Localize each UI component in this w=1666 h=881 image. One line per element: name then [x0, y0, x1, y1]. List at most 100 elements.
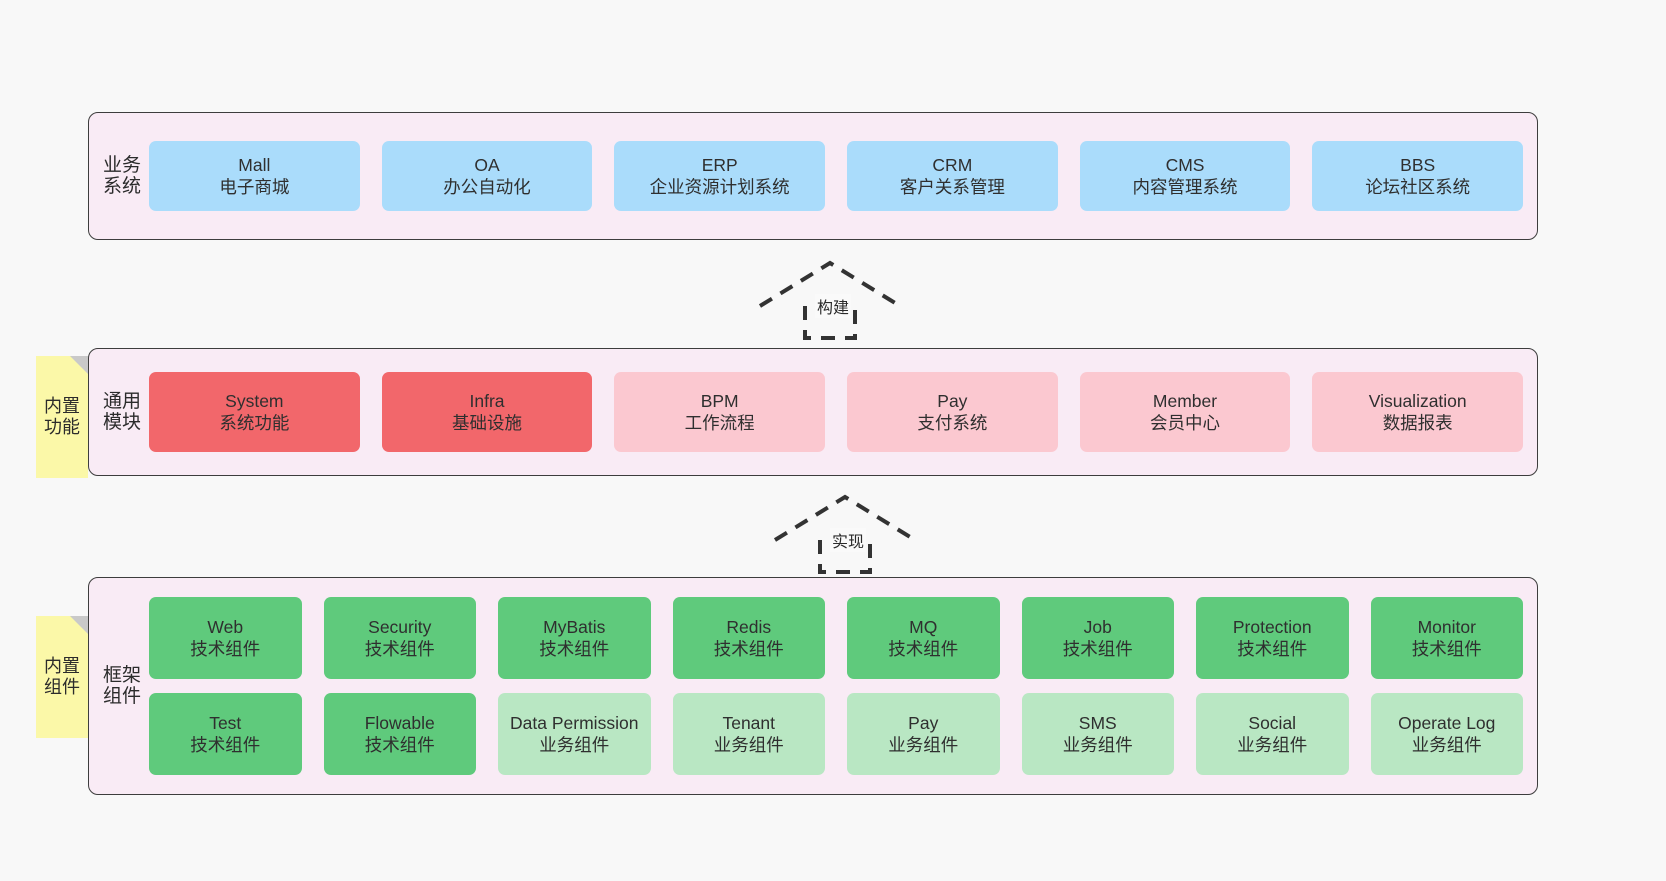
module-subtitle: 电子商城 [219, 177, 290, 197]
layer-common-cells: System 系统功能 Infra 基础设施 BPM 工作流程 Pay 支付系统… [141, 372, 1537, 452]
component-card-redis[interactable]: Redis 技术组件 [672, 597, 825, 679]
component-card-security[interactable]: Security 技术组件 [323, 597, 476, 679]
note-builtin-features: 内置功能 [36, 356, 88, 478]
layer-framework-cells: Web 技术组件 Security 技术组件 MyBatis 技术组件 Redi… [141, 597, 1537, 775]
component-subtitle: 业务组件 [1062, 735, 1133, 755]
note-label: 内置功能 [44, 395, 80, 437]
component-name: Social [1248, 712, 1297, 733]
module-subtitle: 企业资源计划系统 [649, 177, 790, 197]
component-subtitle: 业务组件 [713, 735, 784, 755]
component-name: Job [1083, 616, 1112, 637]
component-subtitle: 技术组件 [190, 735, 261, 755]
component-subtitle: 技术组件 [539, 639, 610, 659]
module-card-member[interactable]: Member 会员中心 [1079, 372, 1291, 452]
component-card-mybatis[interactable]: MyBatis 技术组件 [498, 597, 651, 679]
component-subtitle: 业务组件 [539, 735, 610, 755]
layer-title-common: 通用模块 [103, 390, 142, 433]
component-card-flowable[interactable]: Flowable 技术组件 [323, 693, 476, 775]
arrow-label-implement: 实现 [830, 528, 867, 552]
component-card-operate-log[interactable]: Operate Log 业务组件 [1370, 693, 1523, 775]
layer-business-cells: Mall 电子商城 OA 办公自动化 ERP 企业资源计划系统 CRM 客户关系… [141, 141, 1537, 211]
layer-framework-components: 框架组件 Web 技术组件 Security 技术组件 MyBatis 技术组件… [88, 577, 1538, 795]
component-card-mq[interactable]: MQ 技术组件 [847, 597, 1000, 679]
module-card-erp[interactable]: ERP 企业资源计划系统 [614, 141, 826, 211]
module-card-visualization[interactable]: Visualization 数据报表 [1312, 372, 1524, 452]
module-name: CMS [1165, 154, 1205, 175]
component-card-pay[interactable]: Pay 业务组件 [847, 693, 1000, 775]
component-card-protection[interactable]: Protection 技术组件 [1196, 597, 1349, 679]
component-subtitle: 业务组件 [1237, 735, 1308, 755]
module-name: BPM [700, 390, 739, 411]
module-subtitle: 基础设施 [452, 413, 522, 433]
module-subtitle: 论坛社区系统 [1365, 177, 1471, 197]
component-name: MQ [909, 616, 938, 637]
component-card-test[interactable]: Test 技术组件 [149, 693, 302, 775]
module-name: OA [474, 154, 500, 175]
module-card-oa[interactable]: OA 办公自动化 [381, 141, 593, 211]
module-card-infra[interactable]: Infra 基础设施 [381, 372, 593, 452]
cell-row: Web 技术组件 Security 技术组件 MyBatis 技术组件 Redi… [149, 597, 1523, 679]
component-name: SMS [1078, 712, 1117, 733]
component-name: Test [209, 712, 242, 733]
component-name: Protection [1232, 616, 1312, 637]
component-subtitle: 技术组件 [190, 639, 261, 659]
component-subtitle: 技术组件 [364, 735, 435, 755]
cell-row: Mall 电子商城 OA 办公自动化 ERP 企业资源计划系统 CRM 客户关系… [149, 141, 1524, 211]
module-name: ERP [701, 154, 738, 175]
arrow-label-build: 构建 [815, 294, 852, 318]
component-card-social[interactable]: Social 业务组件 [1196, 693, 1349, 775]
component-name: Flowable [364, 712, 435, 733]
module-card-bpm[interactable]: BPM 工作流程 [614, 372, 826, 452]
note-fold-icon [70, 356, 88, 374]
module-name: Mall [238, 154, 271, 175]
component-name: Operate Log [1398, 712, 1496, 733]
module-subtitle: 数据报表 [1382, 413, 1453, 433]
module-name: CRM [932, 154, 973, 175]
module-name: BBS [1400, 154, 1436, 175]
module-subtitle: 工作流程 [684, 413, 755, 433]
generalization-arrow-build: 构建 [755, 258, 905, 340]
component-subtitle: 技术组件 [888, 639, 959, 659]
component-card-sms[interactable]: SMS 业务组件 [1021, 693, 1174, 775]
component-card-data-permission[interactable]: Data Permission 业务组件 [498, 693, 651, 775]
component-name: Monitor [1417, 616, 1476, 637]
module-name: Pay [937, 390, 968, 411]
component-subtitle: 业务组件 [888, 735, 959, 755]
component-card-monitor[interactable]: Monitor 技术组件 [1370, 597, 1523, 679]
module-subtitle: 办公自动化 [443, 177, 531, 197]
component-name: Data Permission [510, 712, 639, 733]
component-name: Redis [726, 616, 772, 637]
module-name: Infra [469, 390, 505, 411]
component-subtitle: 技术组件 [1411, 639, 1482, 659]
component-subtitle: 技术组件 [364, 639, 435, 659]
component-card-web[interactable]: Web 技术组件 [149, 597, 302, 679]
component-name: Tenant [722, 712, 776, 733]
note-builtin-components: 内置组件 [36, 616, 88, 738]
component-subtitle: 技术组件 [1237, 639, 1308, 659]
module-subtitle: 会员中心 [1150, 413, 1221, 433]
module-card-crm[interactable]: CRM 客户关系管理 [847, 141, 1058, 211]
component-name: MyBatis [543, 616, 606, 637]
component-subtitle: 技术组件 [1062, 639, 1133, 659]
module-name: Visualization [1368, 390, 1467, 411]
component-card-tenant[interactable]: Tenant 业务组件 [672, 693, 825, 775]
module-subtitle: 支付系统 [917, 413, 988, 433]
component-name: Security [368, 616, 432, 637]
module-card-cms[interactable]: CMS 内容管理系统 [1079, 141, 1291, 211]
component-card-job[interactable]: Job 技术组件 [1021, 597, 1174, 679]
module-card-pay[interactable]: Pay 支付系统 [847, 372, 1058, 452]
note-fold-icon [70, 616, 88, 634]
generalization-arrow-implement: 实现 [770, 492, 920, 574]
layer-common-modules: 通用模块 System 系统功能 Infra 基础设施 BPM 工作流程 Pay… [88, 348, 1538, 476]
layer-title-business: 业务系统 [103, 154, 142, 197]
cell-row: Test 技术组件 Flowable 技术组件 Data Permission … [149, 693, 1523, 775]
component-subtitle: 技术组件 [713, 639, 784, 659]
layer-business-systems: 业务系统 Mall 电子商城 OA 办公自动化 ERP 企业资源计划系统 CRM… [88, 112, 1538, 240]
module-subtitle: 内容管理系统 [1132, 177, 1238, 197]
note-label: 内置组件 [44, 655, 80, 697]
module-card-mall[interactable]: Mall 电子商城 [149, 141, 360, 211]
module-card-bbs[interactable]: BBS 论坛社区系统 [1312, 141, 1524, 211]
module-card-system[interactable]: System 系统功能 [149, 372, 360, 452]
component-name: Pay [908, 712, 939, 733]
